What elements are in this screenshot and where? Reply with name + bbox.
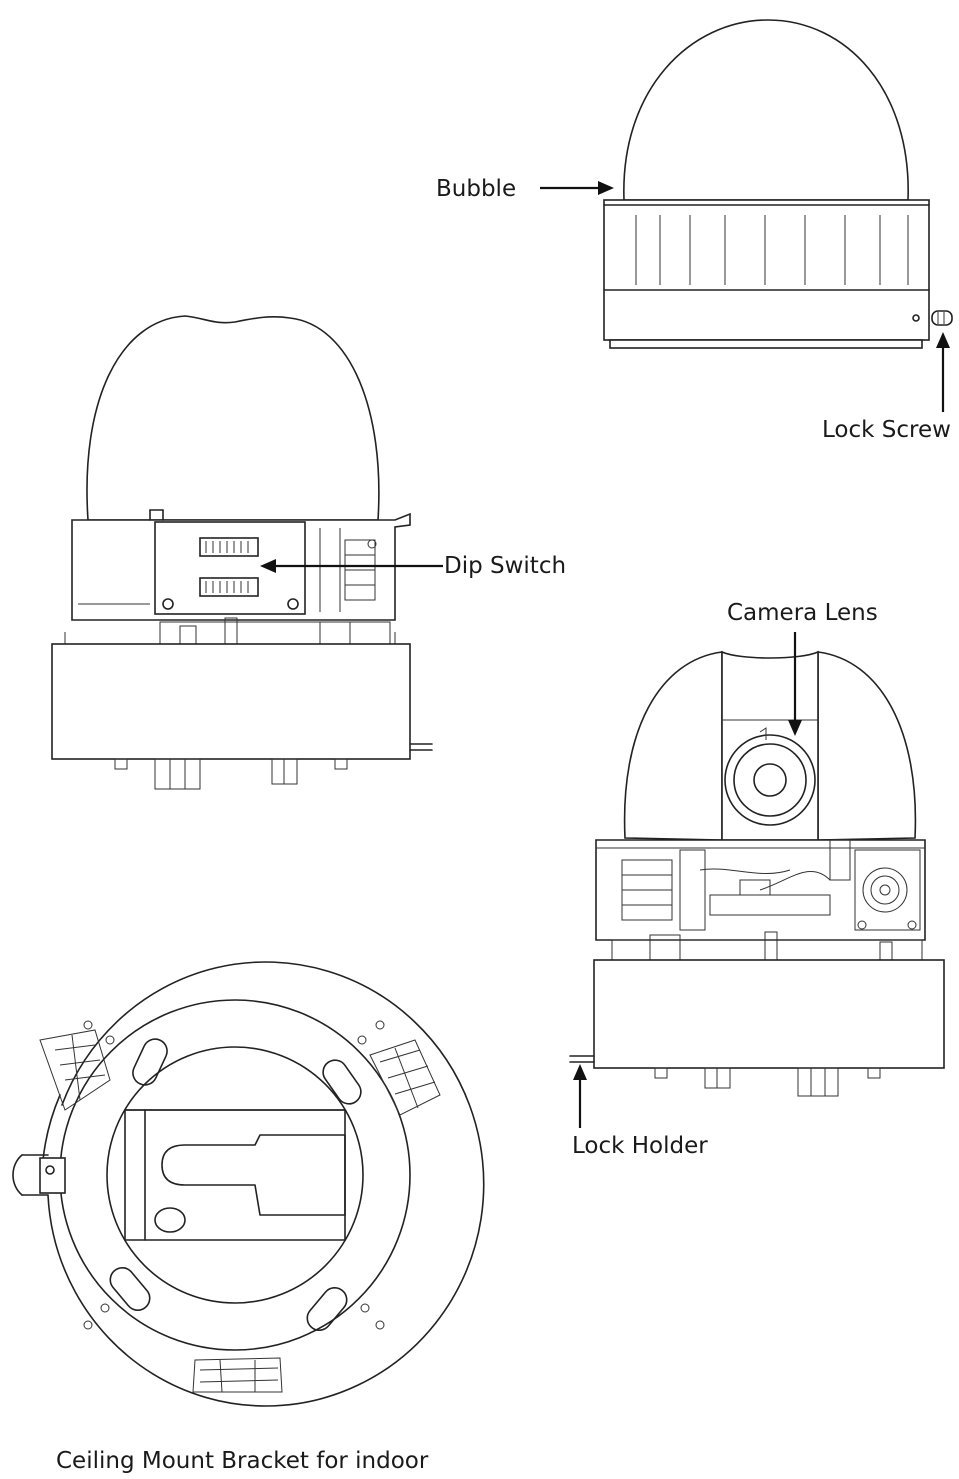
lock-holder-label: Lock Holder [572,1133,708,1159]
camera-lens-label: Camera Lens [727,600,878,626]
lock-screw-arrow [936,332,950,412]
bubble-arrow [540,181,614,195]
bracket-caption: Ceiling Mount Bracket for indoor [56,1448,429,1474]
bubble-label: Bubble [436,176,517,202]
camera-with-lens [569,650,945,1097]
camera-lens-arrow [788,632,802,736]
lock-holder-arrow [573,1064,587,1128]
ceiling-mount-bracket [12,961,485,1407]
dip-switch-arrow [260,559,443,573]
camera-with-dip-switch [51,315,433,790]
dome-housing-assembled [603,19,953,349]
lock-screw-label: Lock Screw [822,417,951,443]
dip-switch-label: Dip Switch [444,553,567,579]
